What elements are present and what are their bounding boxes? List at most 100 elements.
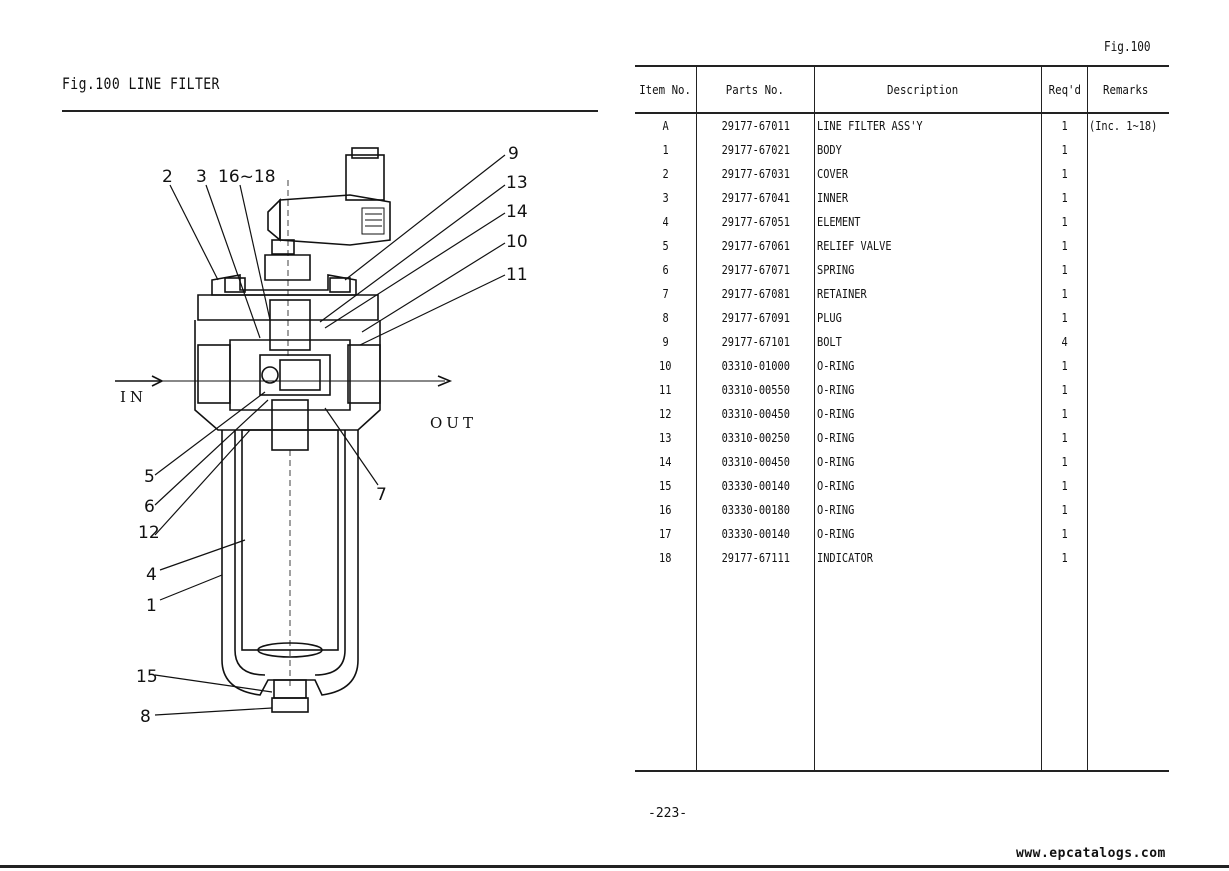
callout-8: 8 — [140, 707, 151, 727]
watermark-url: www.epcatalogs.com — [1016, 846, 1166, 861]
cell-part: 29177-67061 — [695, 234, 815, 258]
cell-part: 03310-00450 — [695, 402, 815, 426]
header-description: Description — [813, 65, 1042, 114]
cell-part: 29177-67031 — [695, 162, 815, 186]
callout-3: 3 — [196, 167, 207, 187]
table-blank-space — [635, 570, 1169, 772]
header-reqd: Req'd — [1041, 65, 1088, 114]
cell-item: 10 — [659, 359, 672, 373]
callout-14: 14 — [506, 202, 528, 222]
cell-remarks — [1087, 546, 1169, 570]
cell-desc: O-RING — [813, 522, 1042, 546]
cell-part: 29177-67041 — [695, 186, 815, 210]
callout-5: 5 — [144, 467, 155, 487]
callout-16-18: 16~18 — [218, 167, 276, 187]
cell-item: 11 — [659, 383, 672, 397]
cell-remarks — [1087, 354, 1169, 378]
indicator-part — [264, 147, 391, 360]
cell-item: 4 — [662, 215, 669, 229]
cell-desc: SPRING — [813, 258, 1042, 282]
cell-req: 1 — [1041, 378, 1088, 402]
cell-remarks — [1087, 474, 1169, 498]
cell-req: 1 — [1041, 186, 1088, 210]
cell-remarks — [1087, 498, 1169, 522]
figure-corner-label: Fig.100 — [1104, 40, 1151, 55]
line-filter-diagram: 2 3 16~18 9 13 14 10 11 5 6 12 7 4 1 15 … — [100, 130, 528, 750]
cell-desc: RELIEF VALVE — [813, 234, 1042, 258]
cell-item: 18 — [659, 551, 672, 565]
cell-part: 03330-00180 — [695, 498, 815, 522]
blank-cell — [695, 570, 815, 772]
cell-part: 03330-00140 — [695, 522, 815, 546]
callout-6: 6 — [144, 497, 155, 517]
callout-12: 12 — [138, 523, 160, 543]
cell-item: 7 — [662, 287, 669, 301]
filter-bowl — [221, 429, 359, 713]
callout-1: 1 — [146, 596, 157, 616]
cell-desc: COVER — [813, 162, 1042, 186]
blank-cell — [813, 570, 1042, 772]
cell-item: 2 — [662, 167, 669, 181]
cell-part: 03310-00550 — [695, 378, 815, 402]
cell-req: 1 — [1041, 234, 1088, 258]
cell-part: 29177-67111 — [695, 546, 815, 570]
header-item-no: Item No. — [635, 65, 697, 114]
cell-req: 4 — [1041, 330, 1088, 354]
cell-desc: RETAINER — [813, 282, 1042, 306]
cell-remarks — [1087, 234, 1169, 258]
cell-remarks — [1087, 138, 1169, 162]
cell-remarks — [1087, 450, 1169, 474]
parts-table: Item No. Parts No. Description Req'd Rem… — [635, 65, 1169, 772]
cell-part: 03330-00140 — [695, 474, 815, 498]
callout-labels: 2 3 16~18 9 13 14 10 11 5 6 12 7 4 1 15 … — [120, 144, 528, 727]
cell-remarks: (Inc. 1~18) — [1087, 113, 1169, 138]
cover-part — [197, 274, 379, 351]
cell-item: 9 — [662, 335, 669, 349]
callout-10: 10 — [506, 232, 528, 252]
cell-desc: LINE FILTER ASS'Y — [813, 113, 1042, 138]
cell-remarks — [1087, 162, 1169, 186]
body-head-part — [194, 320, 381, 451]
cell-desc: O-RING — [813, 378, 1042, 402]
cell-remarks — [1087, 186, 1169, 210]
leader-lines — [154, 154, 506, 716]
cell-item: 15 — [659, 479, 672, 493]
callout-13: 13 — [506, 173, 528, 193]
cell-remarks — [1087, 282, 1169, 306]
callout-11: 11 — [506, 265, 528, 285]
cell-part: 29177-67051 — [695, 210, 815, 234]
footer-rule — [0, 865, 1229, 868]
cell-desc: O-RING — [813, 402, 1042, 426]
page-number: -223- — [648, 806, 688, 821]
cell-desc: O-RING — [813, 426, 1042, 450]
cell-item: 13 — [659, 431, 672, 445]
cell-part: 29177-67081 — [695, 282, 815, 306]
cell-desc: O-RING — [813, 474, 1042, 498]
cell-req: 1 — [1041, 162, 1088, 186]
cell-desc: ELEMENT — [813, 210, 1042, 234]
cell-remarks — [1087, 330, 1169, 354]
callout-9: 9 — [508, 144, 519, 164]
cell-item: 12 — [659, 407, 672, 421]
cell-desc: BODY — [813, 138, 1042, 162]
blank-cell — [1087, 570, 1169, 772]
cell-part: 29177-67091 — [695, 306, 815, 330]
blank-cell — [635, 570, 697, 772]
callout-4: 4 — [146, 565, 157, 585]
cell-item: 5 — [662, 239, 669, 253]
cell-remarks — [1087, 426, 1169, 450]
cell-remarks — [1087, 402, 1169, 426]
